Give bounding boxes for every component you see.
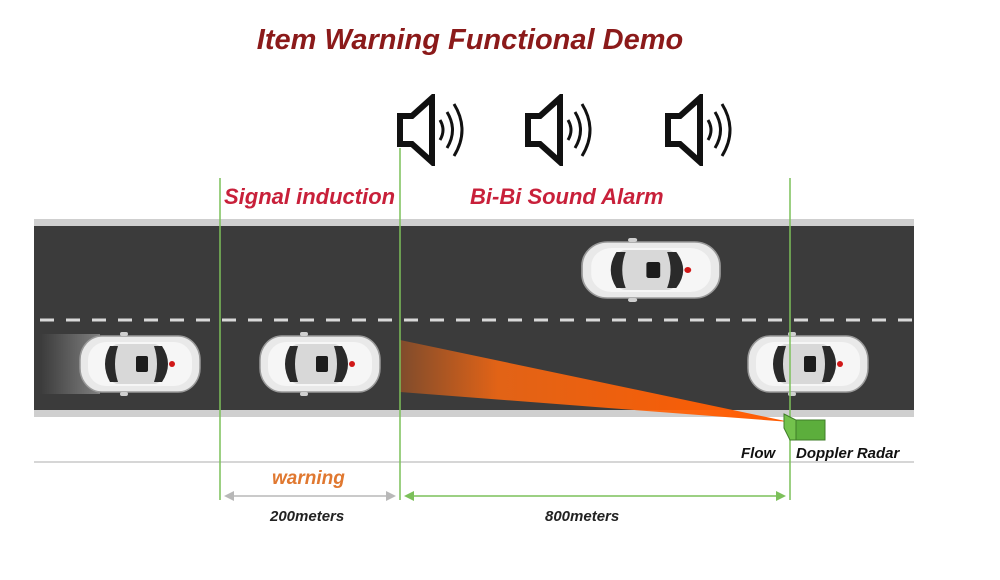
speaker-icon [525,94,592,166]
page-title: Item Warning Functional Demo [256,24,684,56]
car-icon [747,331,869,397]
road-edge-top [34,219,914,226]
car-icon [79,331,201,397]
warning-label: warning [272,468,345,489]
warning-distance-label: 200meters [270,508,345,525]
radar-label-flow: Flow [741,445,776,462]
car-icon [259,331,381,397]
warning-distance-arrow [224,491,396,501]
sound-alarm-label: Bi-Bi Sound Alarm [470,184,664,209]
car-icon [581,237,721,303]
radar-label-doppler: Doppler Radar [796,445,900,462]
speaker-icon [665,94,732,166]
signal-induction-label: Signal induction [224,184,396,209]
radar-beam [400,340,790,422]
radar-icon [783,413,826,441]
road-edge-bottom [34,410,914,417]
alarm-distance-label: 800meters [545,508,620,525]
alarm-distance-arrow [404,491,786,501]
speaker-icon [397,94,464,166]
